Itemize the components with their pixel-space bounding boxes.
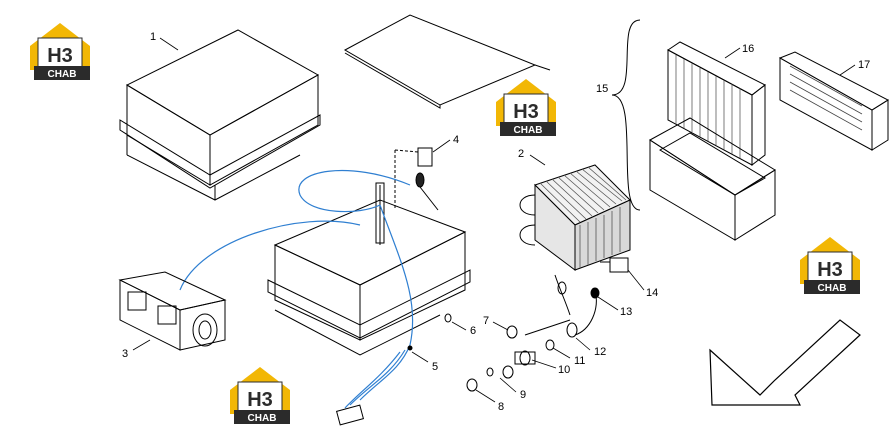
part-label-5: 5 <box>432 361 438 373</box>
expansion-valve <box>600 257 629 273</box>
logo-4: H3 CHAB <box>229 366 291 425</box>
part-label-11: 11 <box>574 355 585 367</box>
part-label-12: 12 <box>594 346 606 358</box>
part-label-9: 9 <box>520 389 526 401</box>
part-labels: 1 2 3 4 5 6 7 8 9 10 11 12 13 14 15 16 1… <box>122 31 870 413</box>
thermostat-switch <box>394 147 439 211</box>
logo-letters: H3 <box>47 45 73 67</box>
part-label-17: 17 <box>858 59 870 71</box>
part-label-7: 7 <box>483 315 489 327</box>
housing-bottom <box>267 182 471 356</box>
part-label-16: 16 <box>742 43 754 55</box>
part-label-6: 6 <box>470 325 476 337</box>
evaporator-coil <box>519 164 631 271</box>
logo-letters: H3 <box>513 101 539 123</box>
blower-assembly <box>118 271 227 351</box>
housing-top <box>119 29 321 201</box>
harness-connector <box>335 345 413 426</box>
part-label-1: 1 <box>150 31 156 43</box>
logo-3: H3 CHAB <box>799 236 861 295</box>
filter-assembly <box>611 19 890 241</box>
logo-1: H3 CHAB <box>29 22 91 81</box>
wiring-harness <box>179 169 414 409</box>
logo-letters: H3 <box>247 389 273 411</box>
logo-2: H3 CHAB <box>495 78 557 137</box>
cover-panel <box>343 14 551 109</box>
part-label-13: 13 <box>620 306 632 318</box>
part-label-3: 3 <box>122 348 128 360</box>
logo-subtitle: CHAB <box>514 125 543 136</box>
part-label-14: 14 <box>646 287 658 299</box>
part-label-15: 15 <box>596 83 608 95</box>
logo-subtitle: CHAB <box>248 413 277 424</box>
part-label-4: 4 <box>453 134 459 146</box>
hose-fittings <box>444 274 600 392</box>
part-label-10: 10 <box>558 364 570 376</box>
logo-letters: H3 <box>817 259 843 281</box>
direction-arrow-icon <box>709 319 861 406</box>
leader-lines <box>132 37 856 403</box>
part-label-2: 2 <box>518 148 524 160</box>
logo-subtitle: CHAB <box>818 283 847 294</box>
logo-subtitle: CHAB <box>48 69 77 80</box>
part-label-8: 8 <box>498 401 504 413</box>
